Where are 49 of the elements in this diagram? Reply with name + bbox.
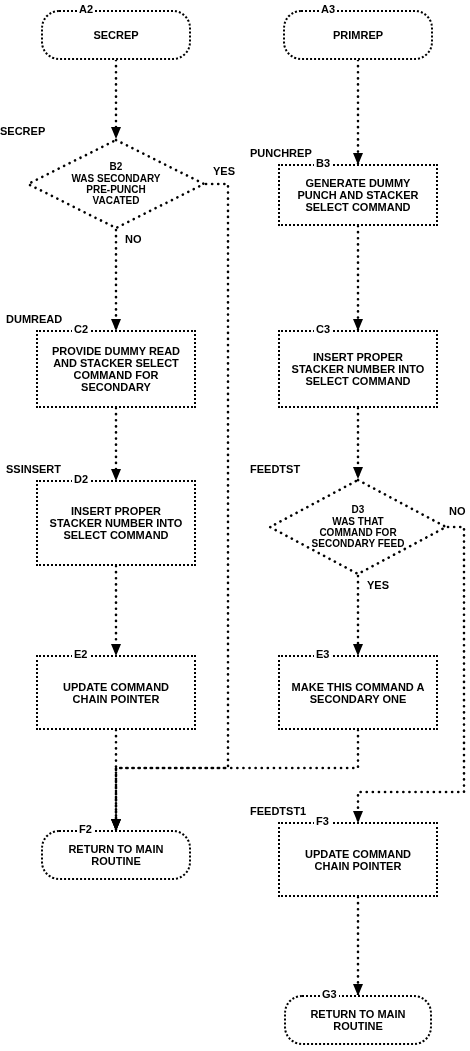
entry-point-label: DUMREAD [6,314,63,325]
edge-label: NO [124,234,143,245]
block-id: E2 [72,649,90,660]
box-text: PRIMREP [332,29,384,41]
dotted-connector [353,574,363,657]
block-id: A3 [319,4,338,15]
block-id: C3 [314,324,333,335]
block-id: E3 [314,649,332,660]
box-text: PROVIDE DUMMY READ AND STACKER SELECT COMMAND FOR SECONDARY [50,345,182,393]
entry-point-label: SSINSERT [6,464,61,475]
entry-point-label: SECREP [0,126,46,137]
decision-text: WAS THAT COMMAND FOR SECONDARY FEED [310,516,406,549]
box-text: RETURN TO MAIN ROUTINE [67,843,165,867]
dotted-connector [111,564,121,657]
entry-point-label: FEEDTST [250,464,301,475]
block-id: B3 [314,158,333,169]
box-text: INSERT PROPER STACKER NUMBER INTO SELECT COMMAND [48,505,184,541]
block-id: D2 [72,474,91,485]
entry-point-label: FEEDTST1 [250,806,307,817]
box-text: MAKE THIS COMMAND A SECONDARY ONE [290,680,426,705]
block-id: G3 [320,989,339,1000]
box-text: UPDATE COMMAND CHAIN POINTER [303,847,413,872]
decision-text: WAS SECONDARY PRE-PUNCH VACATED [70,173,162,206]
box-text: SECREP [93,29,139,41]
box-text: RETURN TO MAIN ROUTINE [309,1008,407,1032]
box-text: UPDATE COMMAND CHAIN POINTER [61,680,171,705]
dotted-connector [353,895,363,997]
dotted-connector [111,58,121,140]
block-id: A2 [77,4,96,15]
dotted-connector [353,406,363,480]
dotted-connector [353,58,363,166]
edge-label: YES [366,580,390,591]
decision-diamond [26,138,206,230]
block-id: C2 [72,324,91,335]
edge-label: YES [212,166,236,177]
block-id: D3 [351,505,365,515]
dotted-connector [111,406,121,482]
entry-point-label: PUNCHREP [250,148,312,159]
dotted-connector [111,728,360,832]
decision-diamond [268,478,448,576]
edge-label: NO [448,506,467,517]
box-text: INSERT PROPER STACKER NUMBER INTO SELECT COMMAND [290,351,426,387]
block-id: B2 [109,162,123,172]
block-id: F3 [314,816,331,827]
dotted-connector [353,525,466,824]
block-id: F2 [77,824,94,835]
dotted-connector [111,228,121,332]
dotted-connector [353,224,363,332]
box-text: GENERATE DUMMY PUNCH AND STACKER SELECT COMMAND [296,177,420,213]
